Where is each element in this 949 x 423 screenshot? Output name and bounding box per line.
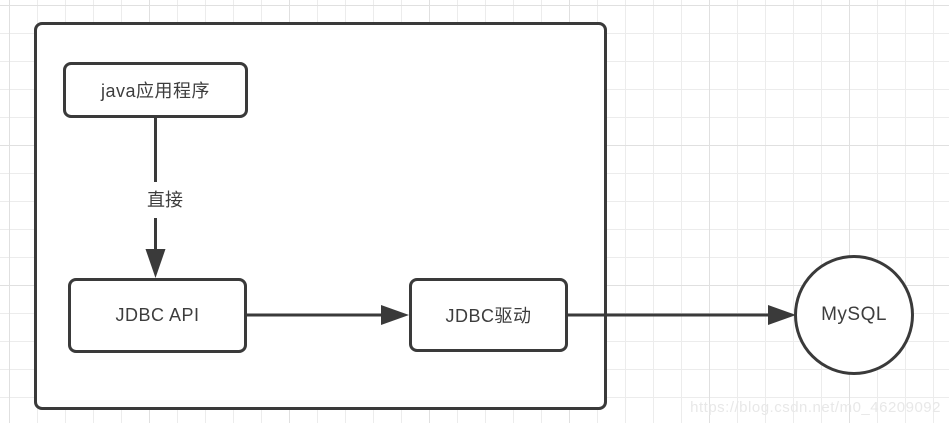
node-jdbc-driver[interactable]: JDBC驱动: [409, 278, 568, 352]
watermark-text: https://blog.csdn.net/m0_46209092: [690, 399, 941, 416]
node-label: JDBC驱动: [445, 306, 532, 326]
node-label: JDBC API: [115, 305, 200, 325]
arrowhead-right-icon: [768, 305, 796, 325]
edge-label-direct: 直接: [139, 182, 191, 218]
node-java-application[interactable]: java应用程序: [63, 62, 248, 118]
node-jdbc-api[interactable]: JDBC API: [68, 278, 247, 353]
node-label: MySQL: [821, 304, 887, 325]
node-label: java应用程序: [100, 81, 211, 101]
node-mysql[interactable]: MySQL: [794, 255, 914, 375]
